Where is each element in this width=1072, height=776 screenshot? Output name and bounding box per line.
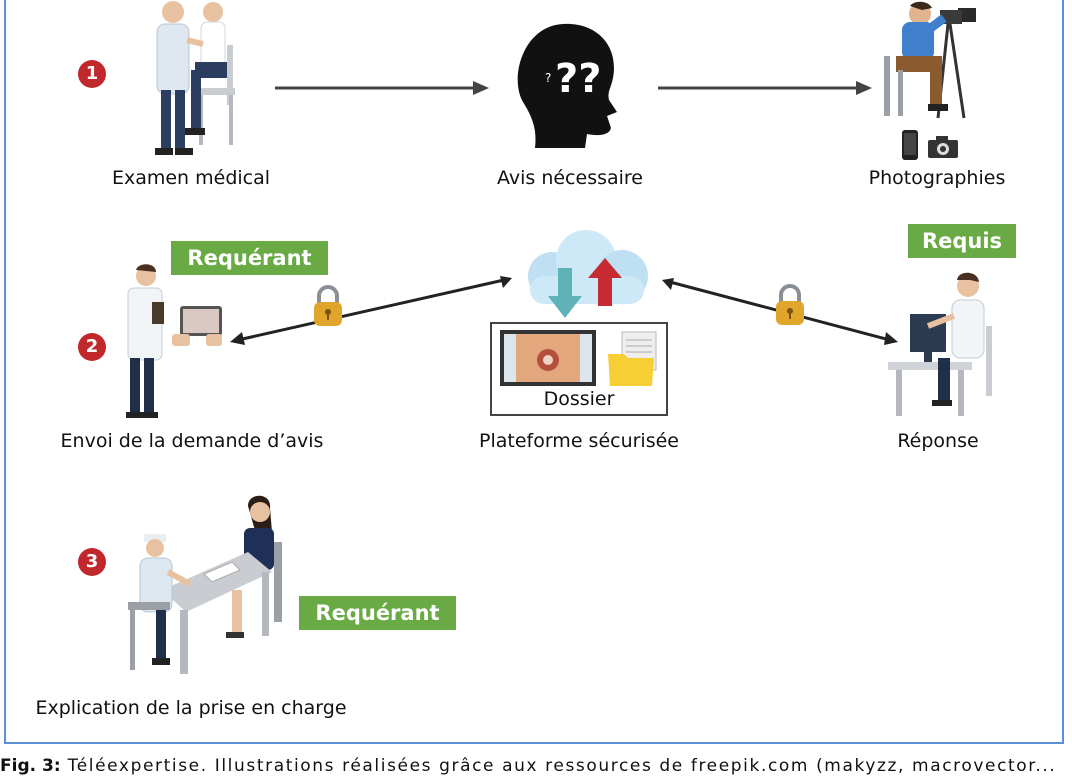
flow-arrow <box>658 81 872 95</box>
download-arrow-icon <box>548 268 582 318</box>
label-reponse: Réponse <box>897 430 979 452</box>
lock-icon <box>314 285 342 326</box>
label-plateforme-securisee: Plateforme sécurisée <box>479 430 679 452</box>
double-arrow-left <box>230 276 512 345</box>
label-examen-medical: Examen médical <box>111 167 271 189</box>
doctor-tablet-icon <box>126 264 222 418</box>
tag-requerant-3: Requérant <box>299 596 456 630</box>
photographer-icon <box>884 1 976 119</box>
figure-caption: Fig. 3: Téléexpertise. Illustrations réa… <box>0 756 1072 776</box>
camera-icon <box>928 136 958 158</box>
label-photographies: Photographies <box>868 167 1006 189</box>
doctor-patient-icon <box>155 1 235 155</box>
caption-text: Téléexpertise. Illustrations réalisées g… <box>67 756 1057 776</box>
step-badge-2: 2 <box>78 333 106 361</box>
tag-requis: Requis <box>908 224 1016 258</box>
label-explication: Explication de la prise en charge <box>35 697 347 719</box>
label-envoi-demande: Envoi de la demande d’avis <box>60 430 324 452</box>
phone-icon <box>902 130 918 160</box>
head-question-icon: ? ?? <box>517 23 617 149</box>
cloud-icon <box>528 230 648 318</box>
upload-arrow-icon <box>588 258 622 306</box>
consultation-icon <box>128 495 282 674</box>
doctor-computer-icon <box>888 272 992 416</box>
step-badge-3: 3 <box>78 548 106 576</box>
step-badge-1: 1 <box>78 60 106 88</box>
flow-arrow <box>275 81 489 95</box>
dossier-photo-icon <box>500 330 596 386</box>
label-avis-necessaire: Avis nécessaire <box>496 167 644 189</box>
folder-icon <box>608 331 657 386</box>
label-dossier: Dossier <box>543 388 615 410</box>
figure-frame <box>4 0 1064 744</box>
caption-prefix: Fig. 3: <box>0 756 61 776</box>
tag-requerant: Requérant <box>171 241 328 275</box>
svg-text:?: ? <box>545 71 551 85</box>
lock-icon <box>776 284 804 325</box>
dossier-box: Dossier <box>490 322 668 416</box>
question-marks: ?? <box>555 56 601 102</box>
